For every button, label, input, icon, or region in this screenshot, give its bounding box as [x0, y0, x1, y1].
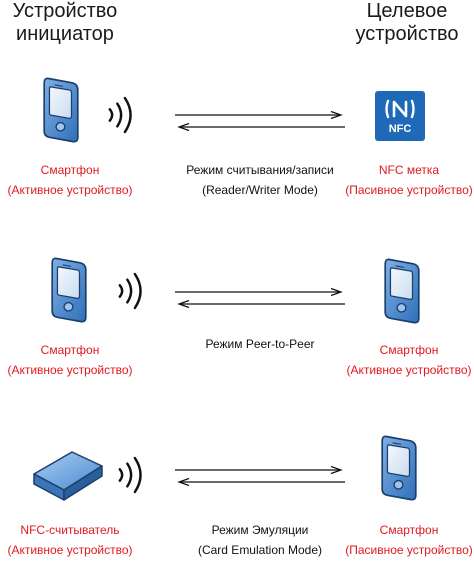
nfc-tag-icon: NFC: [375, 91, 425, 141]
initiator-role-1: (Активное устройство): [7, 183, 133, 197]
mode-label-2: Режим Peer-to-Peer: [150, 334, 370, 354]
mode-1-line1: Режим считывания/записи: [186, 163, 334, 177]
target-header-line2: устройство: [355, 23, 459, 45]
nfc-badge-text: NFC: [388, 123, 412, 135]
initiator-caption-2: Смартфон (Активное устройство): [0, 340, 155, 380]
nfc-reader-icon: [33, 451, 103, 501]
bidirectional-arrows: [175, 287, 345, 309]
target-role-2: (Активное устройство): [346, 363, 472, 377]
initiator-name-3: NFC-считыватель: [20, 523, 120, 537]
target-caption-1: NFC метка (Пасивное устройство): [324, 160, 474, 200]
initiator-header-line1: Устройство: [12, 0, 118, 22]
smartphone-icon: [43, 77, 79, 143]
initiator-name-1: Смартфон: [40, 163, 100, 177]
target-name-2: Смартфон: [379, 343, 439, 357]
signal-waves-icon: [118, 456, 142, 494]
initiator-caption-1: Смартфон (Активное устройство): [0, 160, 155, 200]
bidirectional-arrows: [175, 110, 345, 132]
target-header: Целевое устройство: [340, 0, 474, 46]
smartphone-icon: [384, 258, 420, 324]
initiator-role-2: (Активное устройство): [7, 363, 133, 377]
mode-2-line1: Режим Peer-to-Peer: [205, 337, 315, 351]
mode-label-3: Режим Эмуляции (Card Emulation Mode): [150, 520, 370, 560]
target-header-line1: Целевое: [366, 0, 448, 22]
initiator-header: Устройство инициатор: [0, 0, 130, 46]
mode-3-line2: (Card Emulation Mode): [197, 543, 323, 557]
signal-waves-icon: [108, 96, 132, 134]
target-name-1: NFC метка: [378, 163, 440, 177]
target-caption-3: Смартфон (Пасивное устройство): [324, 520, 474, 560]
initiator-name-2: Смартфон: [40, 343, 100, 357]
target-role-3: (Пасивное устройство): [345, 543, 473, 557]
target-caption-2: Смартфон (Активное устройство): [324, 340, 474, 380]
mode-3-line1: Режим Эмуляции: [211, 523, 309, 537]
initiator-header-line2: инициатор: [16, 23, 114, 45]
initiator-role-3: (Активное устройство): [7, 543, 133, 557]
mode-1-line2: (Reader/Writer Mode): [202, 183, 318, 197]
bidirectional-arrows: [175, 465, 345, 487]
nfc-logo-icon: [385, 99, 415, 119]
signal-waves-icon: [118, 272, 142, 310]
smartphone-icon: [51, 257, 87, 323]
target-role-1: (Пасивное устройство): [345, 183, 473, 197]
smartphone-icon: [381, 435, 417, 501]
mode-label-1: Режим считывания/записи (Reader/Writer M…: [150, 160, 370, 200]
target-name-3: Смартфон: [379, 523, 439, 537]
initiator-caption-3: NFC-считыватель (Активное устройство): [0, 520, 155, 560]
